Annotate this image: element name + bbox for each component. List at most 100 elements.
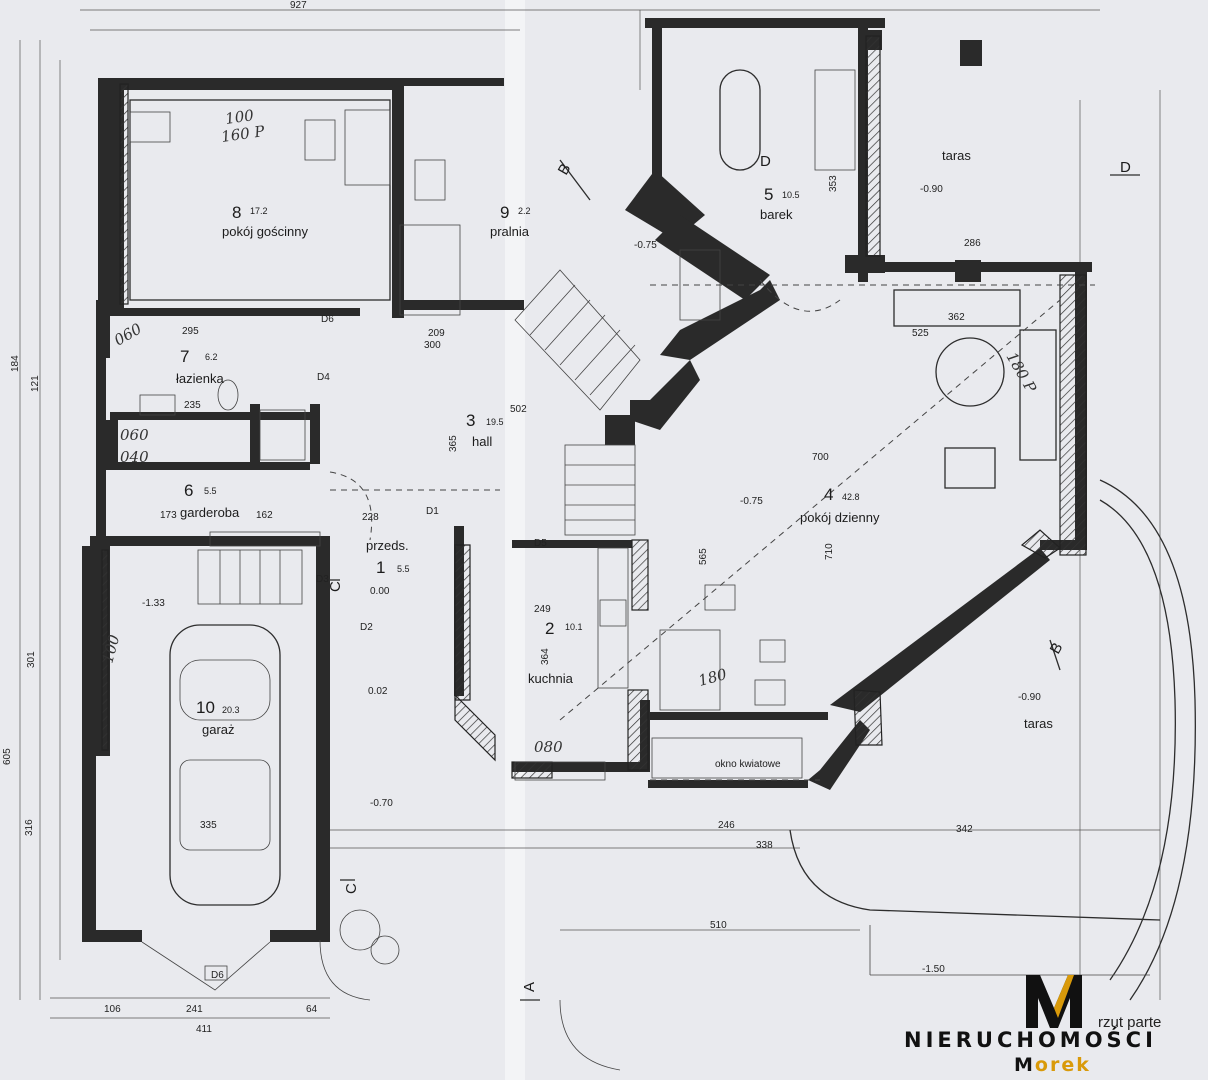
- room-area: 10.1: [565, 622, 583, 632]
- room-number: 5: [764, 185, 773, 204]
- room-name: pokój gościnny: [222, 224, 308, 239]
- svg-text:286: 286: [964, 238, 981, 249]
- svg-text:241: 241: [186, 1004, 203, 1015]
- room-label-6: 6 5.5 garderoba: [180, 481, 240, 520]
- svg-text:D1: D1: [426, 506, 439, 517]
- room-number: 3: [466, 411, 475, 430]
- svg-text:C: C: [343, 883, 360, 894]
- svg-text:235: 235: [184, 400, 201, 411]
- svg-text:510: 510: [710, 920, 727, 931]
- svg-text:228: 228: [362, 512, 379, 523]
- room-number: 10: [196, 698, 215, 717]
- terrace-label-right: taras: [1024, 716, 1053, 731]
- room-name: garaż: [202, 722, 235, 737]
- room-label-5: 5 10.5 barek: [760, 185, 800, 222]
- svg-text:209: 209: [428, 328, 445, 339]
- svg-text:0.02: 0.02: [368, 686, 388, 697]
- svg-text:D3: D3: [316, 574, 329, 585]
- room-area: 2.2: [518, 206, 531, 216]
- sheet-title: rzut parte: [1098, 1014, 1162, 1031]
- svg-text:184: 184: [10, 355, 21, 372]
- svg-text:295: 295: [182, 326, 199, 337]
- svg-text:D2: D2: [360, 622, 373, 633]
- svg-text:-1.50: -1.50: [922, 964, 945, 975]
- svg-text:106: 106: [104, 1004, 121, 1015]
- svg-text:565: 565: [698, 548, 709, 565]
- svg-text:100: 100: [224, 106, 255, 128]
- room-label-1: przeds. 1 5.5: [366, 538, 410, 577]
- room-area: 20.3: [222, 705, 240, 715]
- svg-text:-1.33: -1.33: [142, 598, 165, 609]
- svg-text:-0.70: -0.70: [370, 798, 393, 809]
- room-label-4: 4 42.8 pokój dzienny: [800, 485, 880, 525]
- room-area: 5.5: [204, 486, 217, 496]
- svg-text:64: 64: [306, 1004, 318, 1015]
- svg-text:502: 502: [510, 404, 527, 415]
- svg-text:0.00: 0.00: [370, 586, 390, 597]
- room-area: 10.5: [782, 190, 800, 200]
- brand-subname-accent: orek: [1034, 1054, 1091, 1076]
- room-name: garderoba: [180, 505, 240, 520]
- room-label-3: 3 19.5 hall: [466, 411, 504, 449]
- room-area: 17.2: [250, 206, 268, 216]
- hatch-elements: [101, 35, 1087, 779]
- room-label-8: 8 17.2 pokój gościnny: [222, 203, 308, 239]
- room-number: 4: [824, 485, 833, 504]
- svg-text:D6: D6: [321, 314, 334, 325]
- svg-text:525: 525: [912, 328, 929, 339]
- room-area: 6.2: [205, 352, 218, 362]
- svg-text:121: 121: [30, 375, 41, 392]
- brand-logo: NIERUCHOMOŚCI Morek: [900, 970, 1200, 1080]
- svg-text:301: 301: [26, 651, 37, 668]
- svg-text:D5: D5: [534, 538, 547, 549]
- interior-lines: [129, 69, 1196, 1071]
- room-area: 5.5: [397, 564, 410, 574]
- svg-text:605: 605: [2, 748, 13, 765]
- dimension-texts: 927 106 241 64 411 335 605 301 316 184 1…: [2, 0, 1131, 1035]
- svg-text:-0.75: -0.75: [740, 496, 763, 507]
- svg-text:C: C: [327, 581, 344, 592]
- room-number: 6: [184, 481, 193, 500]
- svg-text:080: 080: [534, 738, 563, 756]
- brand-subname-dark: M: [1014, 1054, 1035, 1076]
- svg-text:364: 364: [540, 648, 551, 665]
- svg-text:D: D: [760, 153, 771, 170]
- svg-text:365: 365: [448, 435, 459, 452]
- svg-text:040: 040: [120, 448, 149, 466]
- room-name: przeds.: [366, 538, 409, 553]
- room-name: pralnia: [490, 224, 530, 239]
- svg-text:D: D: [1120, 159, 1131, 176]
- brand-name: NIERUCHOMOŚCI: [904, 1028, 1157, 1052]
- room-label-2: 2 10.1 kuchnia: [528, 619, 583, 686]
- room-label-10: 10 20.3 garaż: [196, 698, 240, 737]
- svg-text:-0.90: -0.90: [1018, 692, 1041, 703]
- brand-subname: Morek: [1014, 1054, 1091, 1076]
- svg-text:D4: D4: [317, 372, 330, 383]
- room-number: 7: [180, 347, 189, 366]
- dashed-lines: [329, 279, 1095, 781]
- room-number: 2: [545, 619, 554, 638]
- svg-text:162: 162: [256, 510, 273, 521]
- room-area: 19.5: [486, 417, 504, 427]
- svg-text:060: 060: [120, 426, 149, 444]
- svg-text:927: 927: [290, 0, 307, 11]
- room-label-9: 9 2.2 pralnia: [490, 203, 531, 239]
- svg-text:D6: D6: [211, 970, 224, 981]
- room-number: 1: [376, 558, 385, 577]
- room-name: barek: [760, 207, 793, 222]
- svg-text:710: 710: [824, 543, 835, 560]
- svg-text:A: A: [521, 982, 538, 992]
- room-number: 8: [232, 203, 241, 222]
- svg-text:700: 700: [812, 452, 829, 463]
- svg-text:246: 246: [718, 820, 735, 831]
- svg-text:249: 249: [534, 604, 551, 615]
- room-name: pokój dzienny: [800, 510, 880, 525]
- svg-text:353: 353: [828, 175, 839, 192]
- svg-text:173: 173: [160, 510, 177, 521]
- room-name: łazienka: [176, 371, 224, 386]
- dimension-lines: [19, 9, 1161, 1019]
- svg-text:316: 316: [24, 819, 35, 836]
- room-number: 9: [500, 203, 509, 222]
- brand-logo-mark: [1026, 975, 1082, 1028]
